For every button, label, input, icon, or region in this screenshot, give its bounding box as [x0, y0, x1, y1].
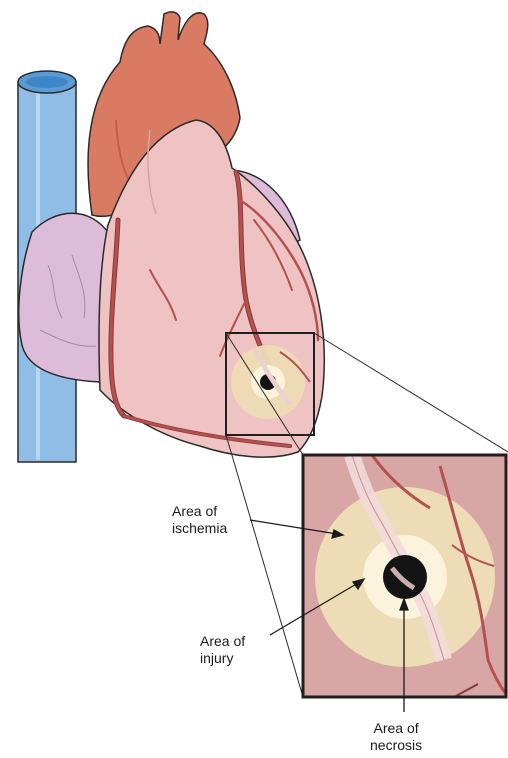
label-injury-line2: injury: [200, 650, 245, 667]
label-necrosis-line2: necrosis: [370, 737, 422, 754]
necrosis-zone: [383, 555, 427, 599]
label-area-of-injury: Area of injury: [200, 633, 245, 667]
label-ischemia-line2: ischemia: [172, 520, 227, 537]
label-area-of-necrosis: Area of necrosis: [370, 720, 422, 754]
label-ischemia-line1: Area of: [172, 503, 227, 520]
label-injury-line1: Area of: [200, 633, 245, 650]
label-necrosis-line1: Area of: [370, 720, 422, 737]
label-area-of-ischemia: Area of ischemia: [172, 503, 227, 537]
